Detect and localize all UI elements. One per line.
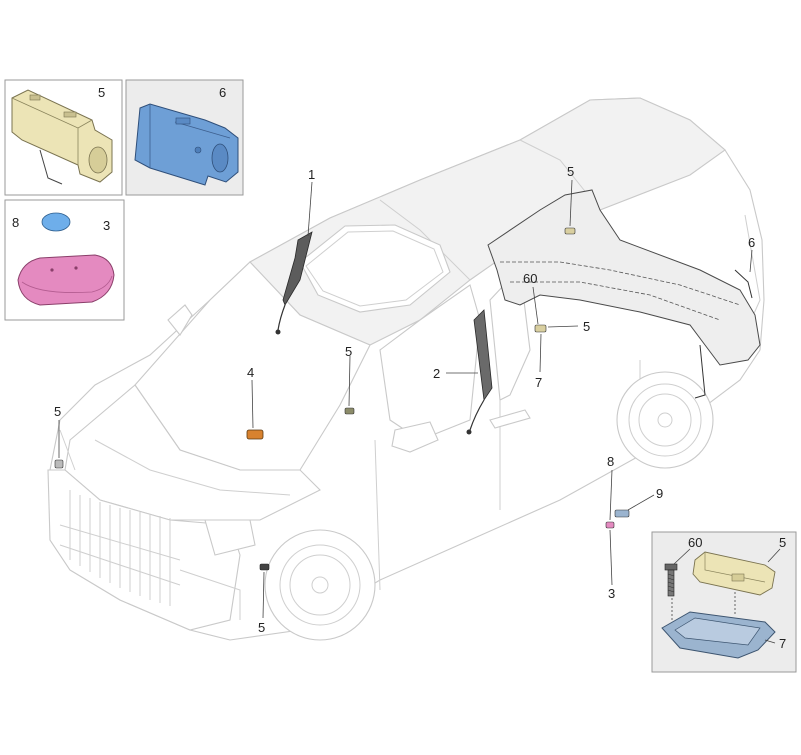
- callout-5-front: 5: [54, 404, 61, 419]
- b-pillar-harness: [466, 309, 493, 435]
- front-wheel: [264, 529, 376, 641]
- callout-5-inset-a: 5: [98, 85, 105, 100]
- callout-7-body: 7: [535, 375, 542, 390]
- inset-box-part-6: [125, 79, 244, 196]
- callout-1: 1: [308, 167, 315, 182]
- callout-5-wheel: 5: [258, 620, 265, 635]
- callout-4: 4: [247, 365, 254, 380]
- beige-module-illustration: [11, 89, 113, 185]
- callout-5-bpillar: 5: [345, 344, 352, 359]
- beige-module-small-illustration: [692, 551, 776, 596]
- blue-module-illustration: [134, 103, 239, 186]
- windshield-harness: [275, 231, 313, 335]
- callout-9: 9: [656, 486, 663, 501]
- bolt-illustration: [664, 563, 678, 597]
- callout-labels: 1 2 3 3 4 5 5 5 5 5 5 5 6 6 7 7 8 8 9 60…: [12, 85, 786, 651]
- part-5-windshield-component: [344, 407, 355, 415]
- callout-6-body: 6: [748, 235, 755, 250]
- callout-3-bottom: 3: [608, 586, 615, 601]
- callout-5-roof: 5: [567, 164, 574, 179]
- callout-8-body: 8: [607, 454, 614, 469]
- inset-box-part-5: [4, 79, 123, 196]
- callout-8-inset: 8: [12, 215, 19, 230]
- callout-60-inset: 60: [688, 535, 702, 550]
- callout-7-inset: 7: [779, 636, 786, 651]
- part-5-roof-component: [564, 227, 576, 235]
- tray-illustration: [661, 611, 776, 659]
- pink-pad-illustration: [17, 254, 115, 306]
- rear-wheel: [616, 371, 714, 469]
- front-grille: [59, 490, 181, 606]
- part-4-component: [246, 429, 264, 440]
- callout-5-inset-b: 5: [779, 535, 786, 550]
- inset-box-parts-60-5-7: [651, 531, 797, 673]
- callout-60-body: 60: [523, 271, 537, 286]
- blue-cap-illustration: [41, 212, 71, 232]
- inset-box-parts-8-3: [4, 199, 125, 321]
- callout-3-inset: 3: [103, 218, 110, 233]
- callout-2: 2: [433, 366, 440, 381]
- leader-lines: [25, 179, 753, 619]
- part-9-bracket: [614, 509, 630, 518]
- part-5-wheel-component: [259, 563, 270, 571]
- callout-6-inset: 6: [219, 85, 226, 100]
- part-5-front-component: [54, 459, 64, 469]
- part-8-3-clip: [605, 521, 615, 529]
- part-5-rear-component: [534, 324, 547, 333]
- callout-5-rear: 5: [583, 319, 590, 334]
- rear-harness: [487, 189, 761, 399]
